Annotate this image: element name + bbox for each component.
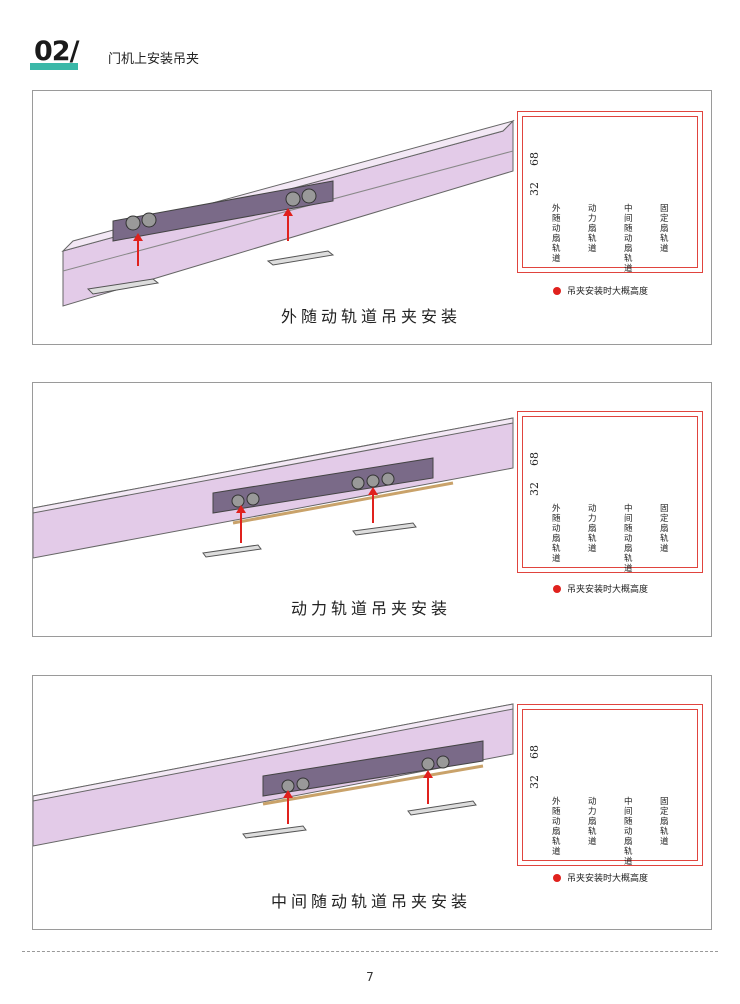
label-outer-track: 外随动扇轨道 — [552, 504, 561, 564]
page-number: 7 — [366, 970, 374, 984]
panel-caption: 中间随动轨道吊夹安装 — [271, 892, 472, 911]
rail-illustration — [33, 417, 514, 559]
label-fixed-track: 固定扇轨道 — [660, 797, 669, 847]
dim-68: 68 — [528, 152, 541, 166]
height-inset: 68 32 外随动扇轨道 动力扇轨道 中间随动扇轨道 固定扇轨道 — [517, 411, 703, 574]
section-header: 02/ 门机上安装吊夹 — [30, 36, 230, 72]
red-dot-icon — [553, 287, 561, 295]
height-inset: 68 32 外随动扇轨道 动力扇轨道 中间随动扇轨道 固定扇轨道 — [517, 704, 703, 867]
section-number: 02/ — [34, 36, 79, 67]
label-outer-track: 外随动扇轨道 — [552, 204, 561, 264]
legend: 吊夹安装时大概高度 — [553, 871, 648, 884]
label-middle-track: 中间随动扇轨道 — [624, 204, 633, 274]
rail-illustration — [33, 703, 514, 847]
label-power-track: 动力扇轨道 — [588, 204, 597, 254]
label-power-track: 动力扇轨道 — [588, 797, 597, 847]
legend: 吊夹安装时大概高度 — [553, 582, 648, 595]
panel-middle-track: 中间随动轨道吊夹安装 68 32 外随动扇轨道 动力扇轨道 中间随动扇轨道 固定… — [32, 675, 712, 930]
label-outer-track: 外随动扇轨道 — [552, 797, 561, 857]
label-middle-track: 中间随动扇轨道 — [624, 504, 633, 574]
label-middle-track: 中间随动扇轨道 — [624, 797, 633, 867]
legend: 吊夹安装时大概高度 — [553, 284, 648, 297]
dim-68: 68 — [528, 745, 541, 759]
red-dot-icon — [553, 874, 561, 882]
rail-illustration — [61, 119, 515, 307]
height-inset: 68 32 外随动扇轨道 动力扇轨道 中间随动扇轨道 固定扇轨道 — [517, 111, 703, 274]
dim-32: 32 — [528, 482, 541, 496]
panel-power-track: 动力轨道吊夹安装 68 32 外随动扇轨道 动力扇轨道 中间随动扇轨道 固定扇轨… — [32, 382, 712, 637]
accent-bar — [30, 63, 78, 70]
label-fixed-track: 固定扇轨道 — [660, 204, 669, 254]
footer-divider — [22, 951, 718, 952]
panel-caption: 外随动轨道吊夹安装 — [281, 307, 462, 326]
label-fixed-track: 固定扇轨道 — [660, 504, 669, 554]
red-dot-icon — [553, 585, 561, 593]
dim-32: 32 — [528, 182, 541, 196]
label-power-track: 动力扇轨道 — [588, 504, 597, 554]
panel-caption: 动力轨道吊夹安装 — [291, 599, 452, 618]
section-title: 门机上安装吊夹 — [108, 52, 200, 67]
panel-outer-track: 外随动轨道吊夹安装 68 32 外随动扇轨道 动力扇轨道 中间随动扇轨道 固定扇… — [32, 90, 712, 345]
dim-32: 32 — [528, 775, 541, 789]
dim-68: 68 — [528, 452, 541, 466]
